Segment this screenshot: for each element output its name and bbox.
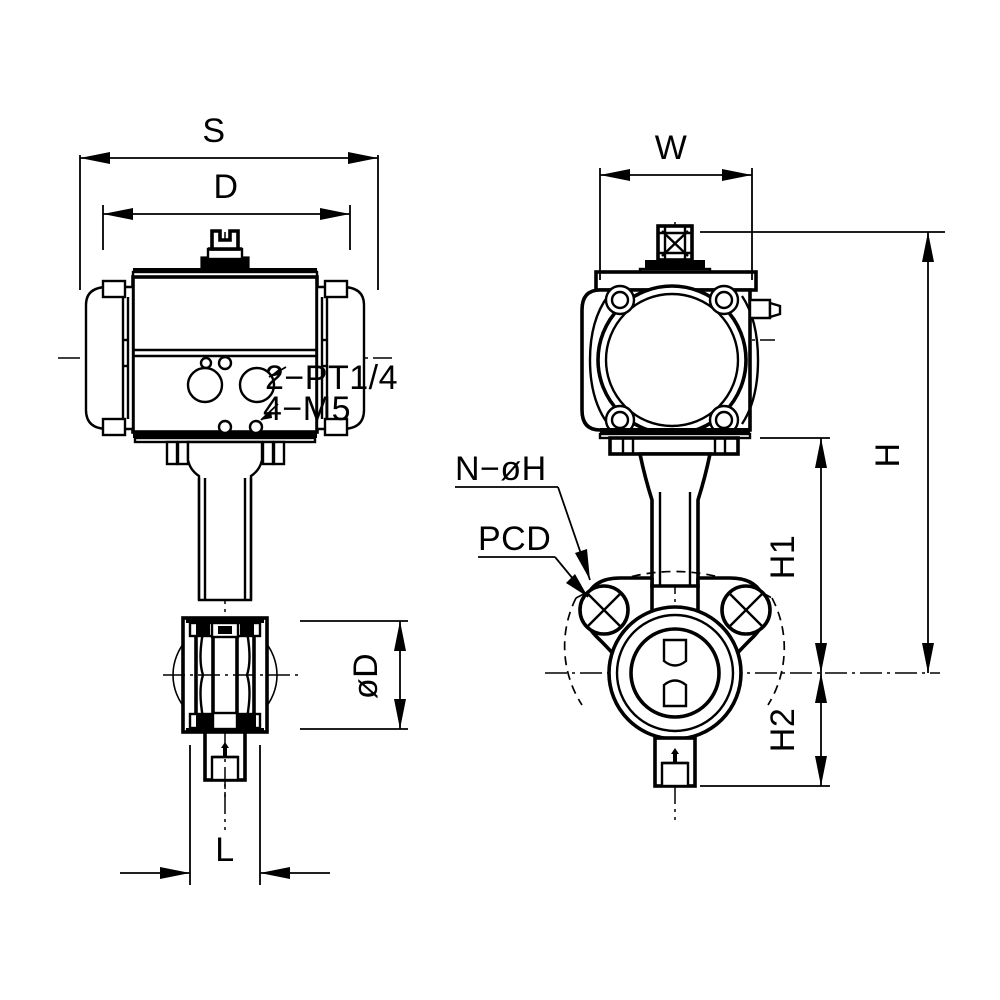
side-yoke-bracket [608, 436, 740, 588]
dim-label-H: H [869, 442, 907, 467]
side-top-spindle [638, 224, 712, 276]
dim-label-S: S [202, 112, 225, 150]
m5-hole-upper-left [199, 356, 213, 370]
actuator-left-endcap [84, 279, 135, 437]
front-valve-body-section [172, 616, 278, 782]
callout-label-pcd: PCD [478, 520, 551, 558]
dim-label-L: L [215, 831, 234, 869]
m5-hole-lower-center [217, 419, 233, 435]
front-yoke-bracket [165, 440, 286, 602]
disc-hub-slot-top [662, 638, 688, 667]
pcd-leader-arrow [566, 574, 588, 597]
pt14-leader-arrow [269, 368, 280, 377]
dimension-D [102, 205, 351, 250]
side-view-callouts [455, 486, 591, 598]
dim-label-D: D [213, 168, 238, 206]
side-actuator-body [580, 270, 782, 440]
dimension-phiD [300, 620, 408, 730]
side-view: N−øH PCD W H H1 [455, 129, 945, 820]
dimension-H2 [700, 673, 830, 787]
callout-label-pt14: 2−PT1/4 [265, 359, 398, 397]
callout-label-nh: N−øH [455, 450, 547, 488]
dim-label-W: W [655, 129, 688, 167]
side-bottom-stem-boss [653, 736, 697, 788]
dimension-L [120, 745, 330, 885]
dimension-W [599, 168, 753, 280]
side-actuator-inner-circle [604, 292, 740, 428]
dimension-S [79, 152, 379, 290]
dimension-H [700, 231, 945, 673]
actuator-right-endcap [315, 279, 366, 437]
dim-label-phiD: øD [347, 653, 385, 699]
m5-hole-lower-right [248, 419, 264, 435]
m5-leader-arrow [261, 410, 272, 420]
m5-hole-upper-center [217, 355, 233, 371]
pt14-port-left [186, 366, 224, 404]
dim-label-H2: H2 [764, 708, 802, 752]
pt14-port-right [238, 366, 276, 404]
actuator-port-features [186, 355, 276, 435]
disc-hub-slot-bottom [662, 679, 688, 708]
front-view-callout-leaders [260, 366, 287, 421]
nh-leader-arrow [575, 549, 590, 580]
callout-label-m5: 4−M5 [263, 390, 351, 428]
front-view: 2−PT1/4 4−M5 [58, 112, 408, 885]
actuator-body [131, 268, 319, 444]
valve-disc-circle [629, 627, 721, 719]
dimension-H1 [760, 437, 830, 673]
side-mounting-flange [608, 436, 740, 456]
side-valve-body [563, 570, 786, 741]
dim-label-H1: H1 [764, 535, 802, 579]
